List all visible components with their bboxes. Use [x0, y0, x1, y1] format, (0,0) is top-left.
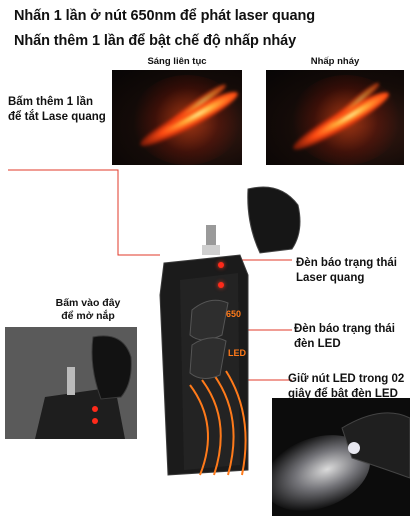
open-cap-photo — [5, 327, 137, 439]
laser-blink-photo — [266, 70, 404, 165]
note-press-again-line1: Bấm thêm 1 lần — [8, 96, 93, 108]
note-hold-led: Giữ nút LED trong 02 giây để bật đèn LED — [288, 372, 404, 402]
callout-line-press-again — [8, 169, 160, 256]
open-cap-pin — [67, 367, 75, 395]
note-hold-led-line2: giây để bật đèn LED — [288, 388, 398, 400]
open-cap-led-2 — [92, 418, 98, 424]
led-light-svg — [341, 412, 410, 479]
open-cap-body — [35, 387, 125, 439]
cap-shape — [247, 186, 301, 254]
open-cap-svg — [35, 335, 132, 439]
headline-line1: Nhấn 1 lần ở nút 650nm để phát laser qua… — [14, 8, 316, 24]
note-led-indicator: Đèn báo trạng thái đèn LED — [294, 322, 395, 352]
orange-stripe-1 — [189, 384, 209, 476]
note-open-cap-line1: Bấm vào đây — [55, 297, 121, 309]
open-cap-lid — [91, 335, 132, 400]
note-press-again-line2: để tắt Lase quang — [8, 111, 106, 123]
led-light-photo — [272, 398, 410, 516]
note-led-indicator-line1: Đèn báo trạng thái — [294, 323, 395, 335]
connector-pin — [206, 225, 216, 253]
laser-steady-photo — [112, 70, 242, 165]
note-open-cap: Bấm vào đây để mở nắp — [48, 297, 128, 323]
orange-stripe-4 — [225, 370, 247, 476]
headline-line2: Nhấn thêm 1 lần để bật chế độ nhấp nháy — [14, 33, 297, 49]
laser-indicator-led — [218, 262, 224, 268]
note-laser-indicator-line1: Đèn báo trạng thái — [296, 257, 397, 269]
note-laser-indicator-line2: Laser quang — [296, 272, 365, 284]
note-hold-led-line1: Giữ nút LED trong 02 — [288, 373, 405, 385]
note-led-indicator-line2: đèn LED — [294, 338, 341, 350]
label-650: 650 — [226, 309, 242, 319]
note-open-cap-line2: để mở nắp — [61, 310, 115, 322]
caption-blink: Nhấp nháy — [310, 56, 360, 67]
button-led[interactable] — [189, 337, 227, 379]
led-device-head — [341, 412, 410, 479]
led-indicator-led — [218, 282, 224, 288]
label-led: LED — [228, 348, 246, 358]
note-laser-indicator: Đèn báo trạng thái Laser quang — [296, 256, 397, 286]
orange-stripe-2 — [201, 379, 222, 476]
note-press-again: Bấm thêm 1 lần để tắt Lase quang — [8, 95, 106, 125]
open-cap-led-1 — [92, 406, 98, 412]
button-650[interactable] — [189, 299, 229, 341]
orange-stripe-3 — [213, 374, 235, 476]
caption-steady: Sáng liên tục — [147, 56, 207, 67]
device-illustration: 650 LED — [159, 225, 250, 515]
device-cap[interactable] — [240, 183, 310, 258]
connector-ferrule — [202, 245, 220, 255]
led-emitter — [348, 442, 360, 454]
device-svg — [159, 225, 249, 476]
